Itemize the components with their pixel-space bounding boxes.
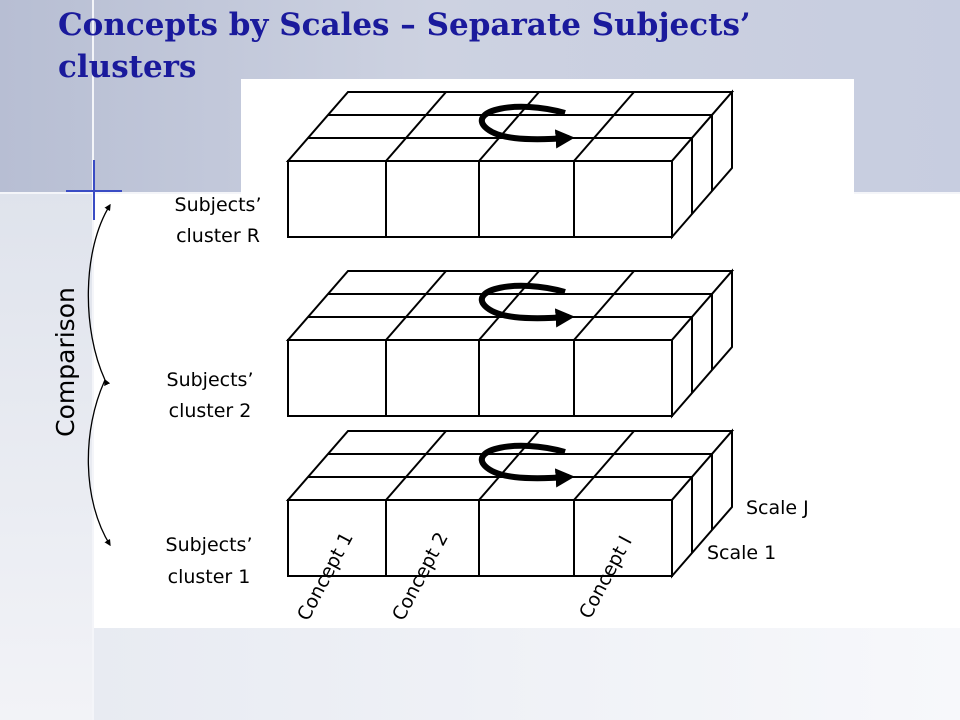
comparison-arrows [87,203,111,547]
slide-title-line-1: Concepts by Scales – Separate Subjects’ [58,7,751,43]
cluster-label-r: Subjects’ cluster R [175,194,262,247]
background-bottom-band [92,628,960,720]
cluster-label-1-line-2: cluster 1 [168,566,251,588]
cube-layers [285,89,735,579]
scale-label-1: Scale 1 [707,542,776,564]
cluster-label-2-line-2: cluster 2 [169,400,252,422]
slide-title: Concepts by Scales – Separate Subjects’ … [58,4,878,88]
cube-top-divider [573,91,635,162]
slide-title-line-2: clusters [58,49,197,85]
cube-top-divider [478,430,540,501]
cube-top-divider [385,430,447,501]
cluster-label-1: Subjects’ cluster 1 [166,534,253,588]
sparkle-vertical [93,160,95,220]
cube-top-divider [573,270,635,341]
cube-layer-2 [285,268,735,419]
scale-label-j: Scale J [746,497,809,519]
background-vertical-line [92,0,94,720]
cluster-label-2-line-1: Subjects’ [167,369,254,391]
comparison-label: Comparison [51,287,80,437]
comparison-arrow-upper [87,203,111,387]
background-left-band [0,192,92,720]
cube-top-divider [478,270,540,341]
comparison-arrow-lower [87,379,111,547]
cube-layer-r [285,89,735,240]
cube-layer-1 [285,428,735,579]
cluster-label-r-line-2: cluster R [176,225,260,247]
cube-top-divider [385,270,447,341]
cluster-label-1-line-1: Subjects’ [166,534,253,556]
rotation-arrow-icon [478,442,575,488]
cube-top-divider [478,91,540,162]
cube-top-divider [385,91,447,162]
rotation-arrow-icon [478,103,575,149]
cube-top-divider [573,430,635,501]
rotation-arrow-icon [478,282,575,328]
cluster-label-r-line-1: Subjects’ [175,194,262,216]
cluster-label-2: Subjects’ cluster 2 [167,369,254,422]
